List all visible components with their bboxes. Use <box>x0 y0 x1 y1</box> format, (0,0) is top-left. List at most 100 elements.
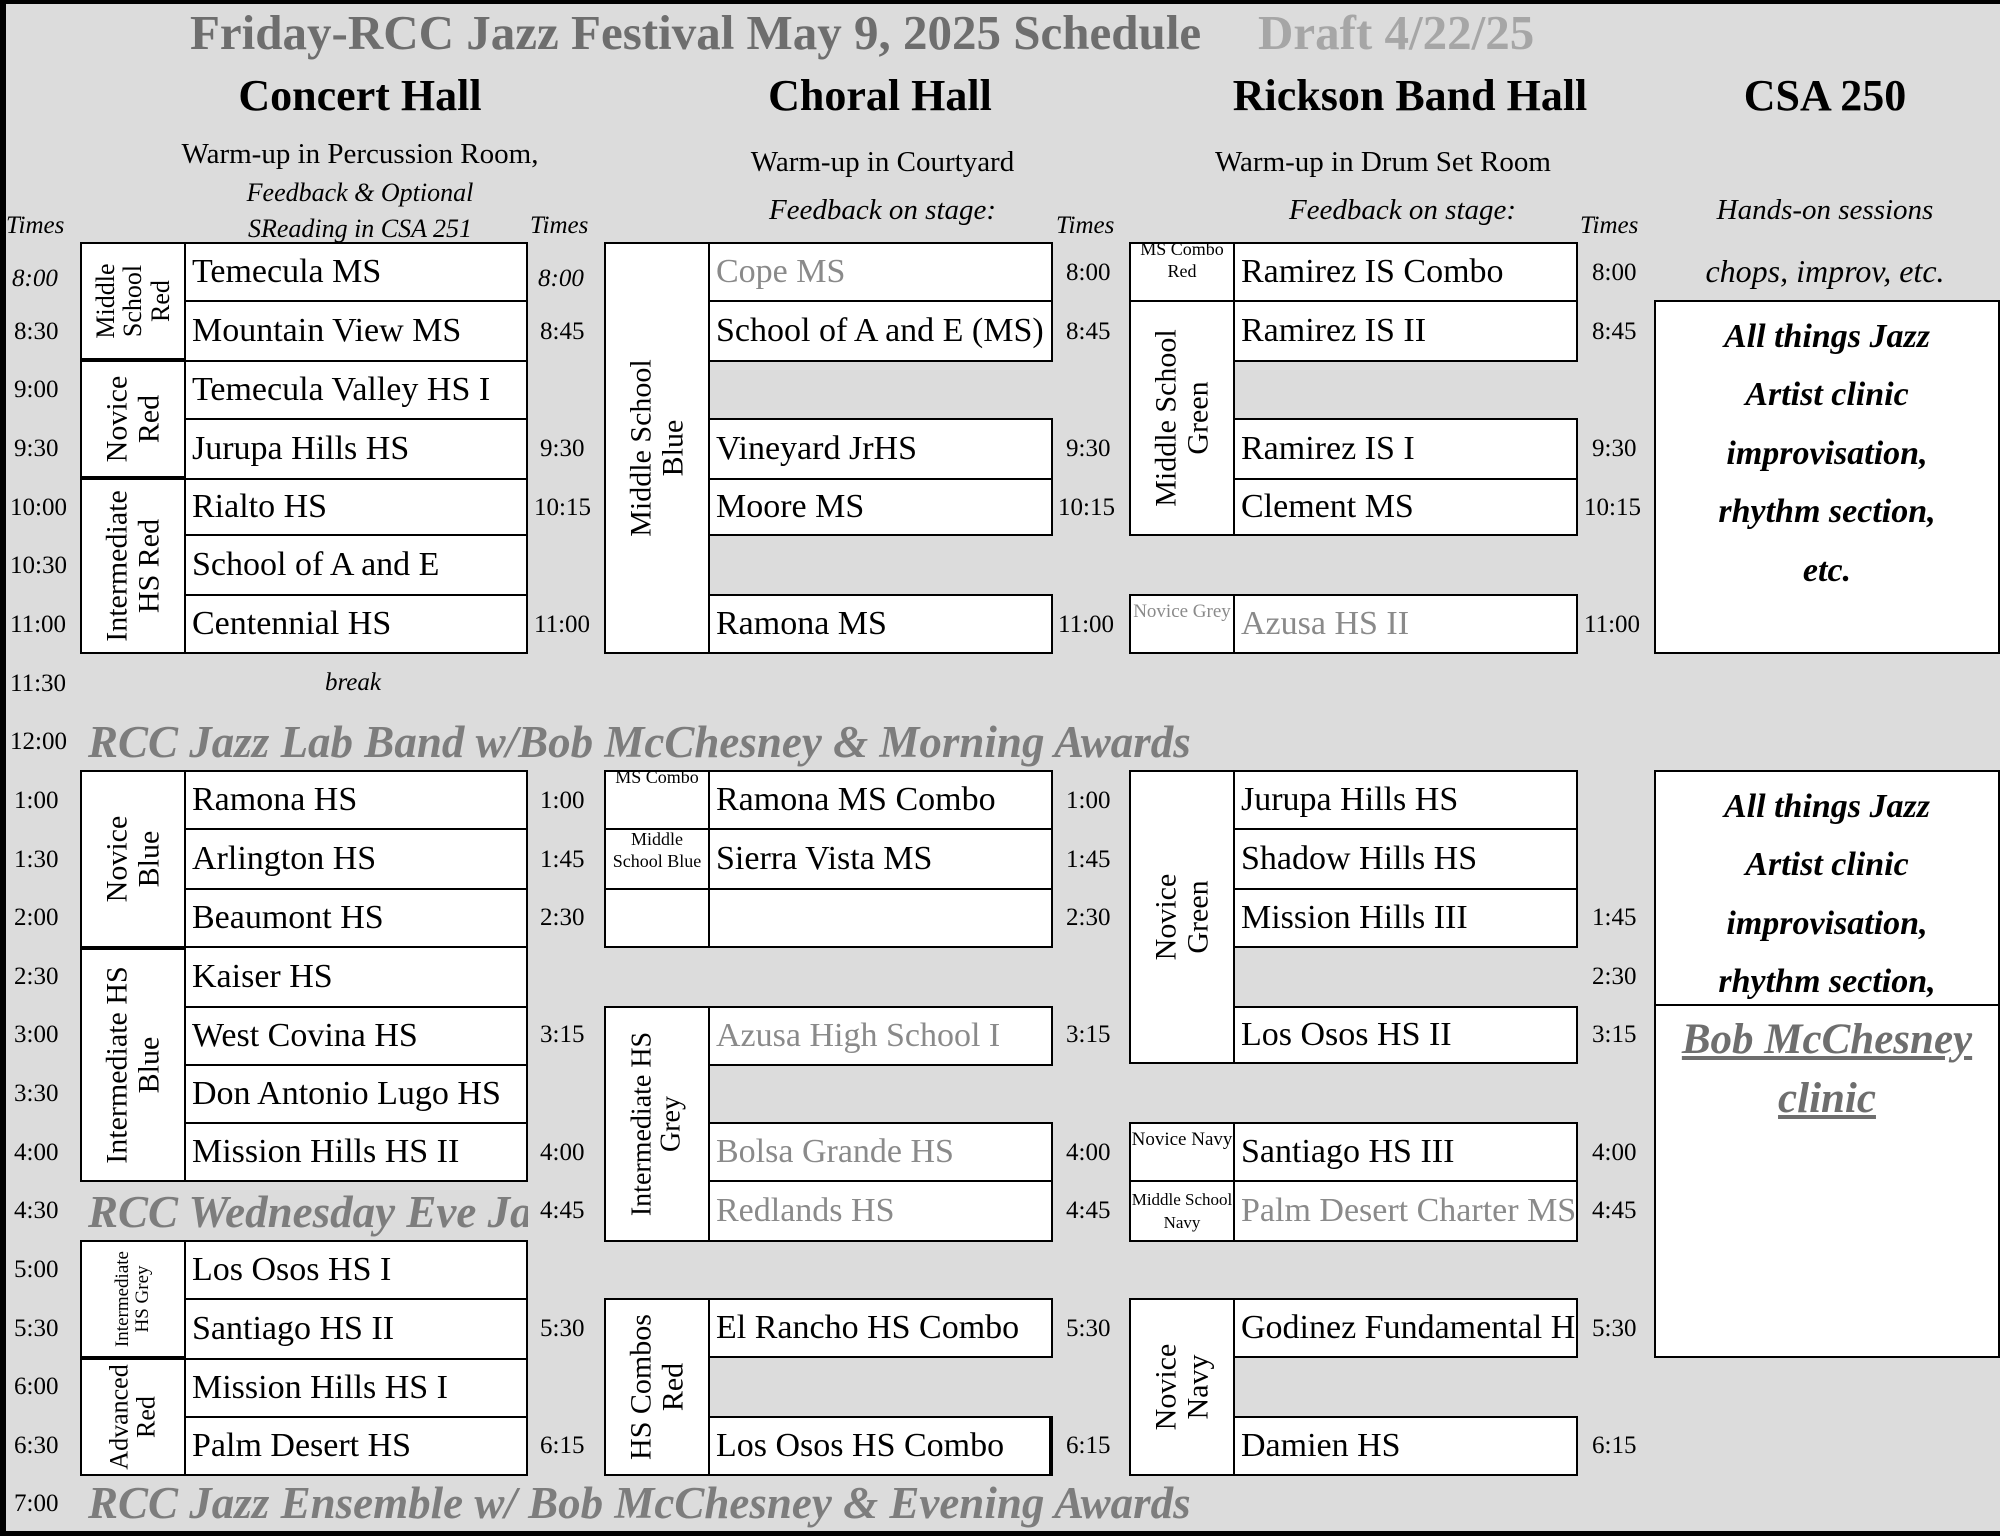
band-slot: Ramona HS <box>184 770 528 830</box>
session-line: etc. <box>1802 552 1852 589</box>
time: 1:00 <box>540 787 585 814</box>
time: 2:30 <box>14 963 59 990</box>
band-slot: Mission Hills III <box>1233 888 1578 948</box>
band-slot: Los Osos HS II <box>1233 1006 1578 1064</box>
group-box: Advanced Red <box>80 1358 186 1476</box>
time: 6:00 <box>14 1373 59 1400</box>
group-label: Advanced Red <box>104 1364 161 1470</box>
band-slot: School of A and E (MS) <box>708 300 1053 362</box>
time: 8:00 <box>12 265 58 292</box>
group-label: Intermediate HS Grey <box>112 1251 153 1348</box>
band-slot: Mountain View MS <box>184 300 528 362</box>
band-slot: Ramirez IS II <box>1233 300 1578 362</box>
times-label-2: Times <box>530 212 589 239</box>
time: 4:00 <box>14 1139 59 1166</box>
group-label: Middle School Red <box>91 263 175 339</box>
time: 8:00 <box>538 265 584 292</box>
session-line: rhythm section, <box>1718 963 1936 1000</box>
session-line: improvisation, <box>1726 435 1928 472</box>
group-box: Intermediate HS Grey <box>80 1240 186 1358</box>
band-slot: Sierra Vista MS <box>708 828 1053 890</box>
time: 11:30 <box>10 670 67 697</box>
time: 11:00 <box>1058 611 1115 638</box>
time: 2:00 <box>14 904 59 931</box>
group-box: HS Combos Red <box>604 1298 710 1476</box>
band-slot: Vineyard JrHS <box>708 418 1053 480</box>
time: 5:30 <box>1066 1315 1111 1342</box>
concert-sub3: SReading in CSA 251 <box>247 214 473 242</box>
time: 5:00 <box>14 1256 59 1283</box>
time: 3:15 <box>540 1021 585 1048</box>
band-slot: Don Antonio Lugo HS <box>184 1064 528 1124</box>
group-box: Novice Navy <box>1129 1298 1235 1476</box>
time: 7:00 <box>14 1490 59 1517</box>
time: 10:15 <box>1584 494 1641 521</box>
band-slot: Centennial HS <box>184 594 528 654</box>
csa-sub2: chops, improv, etc. <box>1705 253 1945 289</box>
time: 9:30 <box>14 435 59 462</box>
time: 4:00 <box>1066 1139 1111 1166</box>
band-slot: Redlands HS <box>708 1180 1053 1242</box>
time: 5:30 <box>1592 1315 1637 1342</box>
time: 1:00 <box>1066 787 1111 814</box>
banner-wednesday: RCC Wednesday Eve Jazz <box>88 1187 528 1237</box>
clinic-box: Bob McChesney clinic <box>1654 1004 2000 1358</box>
session-line: Artist clinic <box>1745 846 1909 883</box>
banner-ensemble: RCC Jazz Ensemble w/ Bob McChesney & Eve… <box>88 1478 1191 1528</box>
group-label: HS Combos Red <box>624 1314 690 1460</box>
group-label: Intermediate HS Red <box>100 490 166 642</box>
time: 8:45 <box>540 318 585 345</box>
clinic-label: Bob McChesney clinic <box>1681 1016 1973 1122</box>
time: 4:00 <box>540 1139 585 1166</box>
band-slot: Los Osos HS I <box>184 1240 528 1300</box>
concert-sub2: Feedback & Optional <box>246 178 474 207</box>
time: 1:30 <box>14 846 59 873</box>
group-label: Middle School Blue <box>624 359 690 537</box>
time: 10:15 <box>534 494 591 521</box>
band-slot: Cope MS <box>708 242 1053 302</box>
time: 9:30 <box>540 435 585 462</box>
group-label: Novice Blue <box>100 815 166 903</box>
band-slot: Mission Hills HS I <box>184 1358 528 1418</box>
time: 4:45 <box>1592 1197 1637 1224</box>
group-label: Novice Navy <box>1131 1129 1233 1150</box>
time: 5:30 <box>14 1315 59 1342</box>
group-box: MS Combo Red <box>1129 242 1235 302</box>
time: 2:30 <box>1066 904 1111 931</box>
time: 10:30 <box>10 552 67 579</box>
time: 6:15 <box>1066 1432 1111 1459</box>
group-label: Novice Green <box>1149 873 1215 961</box>
group-label: Middle School Navy <box>1131 1190 1233 1232</box>
group-box: Intermediate HS Grey <box>604 1006 710 1242</box>
band-slot: Temecula Valley HS I <box>184 360 528 420</box>
group-box: Novice Grey <box>1129 594 1235 654</box>
band-slot: Kaiser HS <box>184 946 528 1008</box>
session-box-afternoon: All things Jazz Artist clinic improvisat… <box>1654 770 2000 1006</box>
band-slot: Ramirez IS Combo <box>1233 242 1578 302</box>
group-label: Novice Navy <box>1149 1343 1215 1431</box>
time: 12:00 <box>10 728 67 755</box>
band-slot-empty <box>708 888 1053 948</box>
time: 3:15 <box>1592 1021 1637 1048</box>
group-box: Novice Navy <box>1129 1122 1235 1182</box>
time: 4:45 <box>540 1197 585 1224</box>
hall-concert: Concert Hall <box>238 71 482 120</box>
band-slot: Azusa HS II <box>1233 594 1578 654</box>
times-label-1: Times <box>6 212 65 239</box>
choral-sub2: Feedback on stage: <box>768 194 997 226</box>
times-label-3: Times <box>1056 212 1115 239</box>
time: 4:30 <box>14 1197 59 1224</box>
time: 8:30 <box>14 318 59 345</box>
group-label: Intermediate HS Grey <box>626 1031 687 1217</box>
time: 3:15 <box>1066 1021 1111 1048</box>
time: 1:45 <box>1066 846 1111 873</box>
page-title: Friday-RCC Jazz Festival May 9, 2025 Sch… <box>190 5 1202 60</box>
time: 8:00 <box>1066 259 1111 286</box>
session-line: rhythm section, <box>1718 493 1936 530</box>
group-box: Novice Green <box>1129 770 1235 1064</box>
time: 4:45 <box>1066 1197 1111 1224</box>
session-line: All things Jazz <box>1724 318 1930 355</box>
time: 3:00 <box>14 1021 59 1048</box>
rickson-sub2: Feedback on stage: <box>1288 194 1517 226</box>
